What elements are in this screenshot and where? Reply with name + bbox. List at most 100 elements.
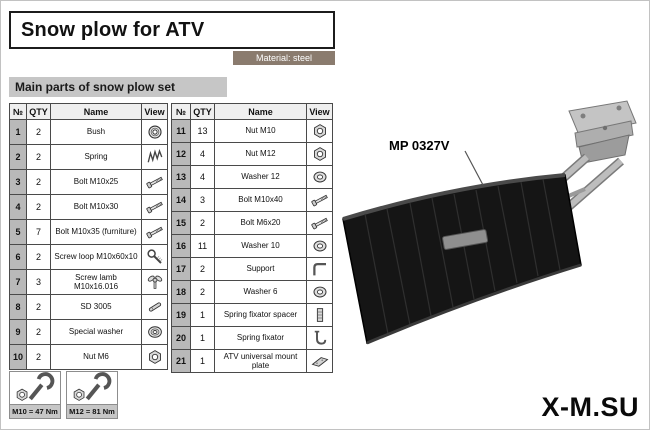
part-name: Support — [214, 257, 307, 281]
table-header-row: № QTY Name View — [171, 103, 333, 120]
furniture-bolt-icon — [145, 223, 165, 241]
torque-m12-label: M12 = 81 Nm — [67, 404, 117, 418]
label-pointer-line — [464, 150, 484, 186]
section-title: Main parts of snow plow set — [9, 77, 227, 97]
part-no: 4 — [9, 194, 27, 220]
col-header-qty: QTY — [26, 103, 51, 120]
col-header-no: № — [171, 103, 191, 120]
table-row: 2 2 Spring — [9, 144, 168, 170]
table-header-row: № QTY Name View — [9, 103, 168, 120]
part-view — [306, 119, 333, 143]
part-no: 18 — [171, 280, 191, 304]
part-qty: 3 — [190, 188, 215, 212]
part-no: 15 — [171, 211, 191, 235]
spacer-icon — [310, 306, 330, 324]
part-qty: 2 — [190, 280, 215, 304]
part-qty: 2 — [26, 319, 51, 345]
part-view — [141, 219, 168, 245]
parts-table-left: № QTY Name View 1 2 Bush 2 2 Spring 3 2 … — [9, 103, 168, 370]
part-qty: 4 — [190, 165, 215, 189]
table-row: 14 3 Bolt M10x40 — [171, 188, 333, 212]
part-name: Washer 6 — [214, 280, 307, 304]
table-row: 8 2 SD 3005 — [9, 294, 168, 320]
bolt-icon — [310, 214, 330, 232]
bolt-icon — [145, 173, 165, 191]
washer-icon — [310, 283, 330, 301]
col-header-name: Name — [50, 103, 142, 120]
part-name: Bolt M10x40 — [214, 188, 307, 212]
page-title: Snow plow for ATV — [9, 11, 335, 49]
part-no: 10 — [9, 344, 27, 370]
washer-icon — [310, 168, 330, 186]
part-qty: 2 — [190, 257, 215, 281]
part-name: Bolt M10x25 — [50, 169, 142, 195]
part-name: Bush — [50, 119, 142, 145]
part-name: Nut M10 — [214, 119, 307, 143]
pin-icon — [145, 298, 165, 316]
mount-plate-icon — [310, 352, 330, 370]
part-qty: 7 — [26, 219, 51, 245]
wing-screw-icon — [145, 273, 165, 291]
table-row: 6 2 Screw loop M10x60x10 — [9, 244, 168, 270]
part-qty: 2 — [26, 244, 51, 270]
part-qty: 2 — [26, 294, 51, 320]
table-row: 7 3 Screw lamb M10x16.016 — [9, 269, 168, 295]
part-view — [306, 188, 333, 212]
col-header-qty: QTY — [190, 103, 215, 120]
part-view — [141, 119, 168, 145]
part-no: 20 — [171, 326, 191, 350]
table-row: 17 2 Support — [171, 257, 333, 281]
part-view — [141, 344, 168, 370]
wrench-nut-icon — [16, 372, 60, 404]
table-row: 16 11 Washer 10 — [171, 234, 333, 258]
part-name: Screw loop M10x60x10 — [50, 244, 142, 270]
part-qty: 2 — [26, 344, 51, 370]
bolt-icon — [145, 198, 165, 216]
part-no: 1 — [9, 119, 27, 145]
part-view — [306, 280, 333, 304]
part-qty: 1 — [190, 303, 215, 327]
part-view — [141, 244, 168, 270]
part-view — [306, 211, 333, 235]
table-row: 11 13 Nut M10 — [171, 119, 333, 143]
col-header-view: View — [306, 103, 333, 120]
part-name: Washer 10 — [214, 234, 307, 258]
table-row: 21 1 ATV universal mount plate — [171, 349, 333, 373]
part-name: Washer 12 — [214, 165, 307, 189]
nut-icon — [145, 348, 165, 366]
torque-m10-label: M10 = 47 Nm — [10, 404, 60, 418]
part-name: Bolt M10x30 — [50, 194, 142, 220]
brand-plate — [442, 229, 489, 250]
part-view — [141, 194, 168, 220]
part-view — [306, 234, 333, 258]
table-row: 18 2 Washer 6 — [171, 280, 333, 304]
part-qty: 2 — [26, 119, 51, 145]
table-row: 5 7 Bolt M10x35 (furniture) — [9, 219, 168, 245]
part-no: 16 — [171, 234, 191, 258]
part-name: ATV universal mount plate — [214, 349, 307, 373]
table-row: 12 4 Nut M12 — [171, 142, 333, 166]
bolt-icon — [310, 191, 330, 209]
part-name: Spring — [50, 144, 142, 170]
part-qty: 2 — [26, 169, 51, 195]
part-qty: 1 — [190, 349, 215, 373]
part-no: 7 — [9, 269, 27, 295]
part-name: Spring fixator spacer — [214, 303, 307, 327]
part-view — [306, 303, 333, 327]
fixator-icon — [310, 329, 330, 347]
table-row: 13 4 Washer 12 — [171, 165, 333, 189]
support-icon — [310, 260, 330, 278]
part-no: 3 — [9, 169, 27, 195]
table-row: 9 2 Special washer — [9, 319, 168, 345]
material-label: Material: steel — [233, 51, 335, 65]
col-header-name: Name — [214, 103, 307, 120]
model-label: MP 0327V — [389, 138, 450, 153]
part-view — [306, 165, 333, 189]
snow-plow-illustration — [342, 100, 637, 345]
part-qty: 13 — [190, 119, 215, 143]
part-name: Bolt M10x35 (furniture) — [50, 219, 142, 245]
part-qty: 11 — [190, 234, 215, 258]
part-name: SD 3005 — [50, 294, 142, 320]
table-row: 15 2 Bolt M6x20 — [171, 211, 333, 235]
